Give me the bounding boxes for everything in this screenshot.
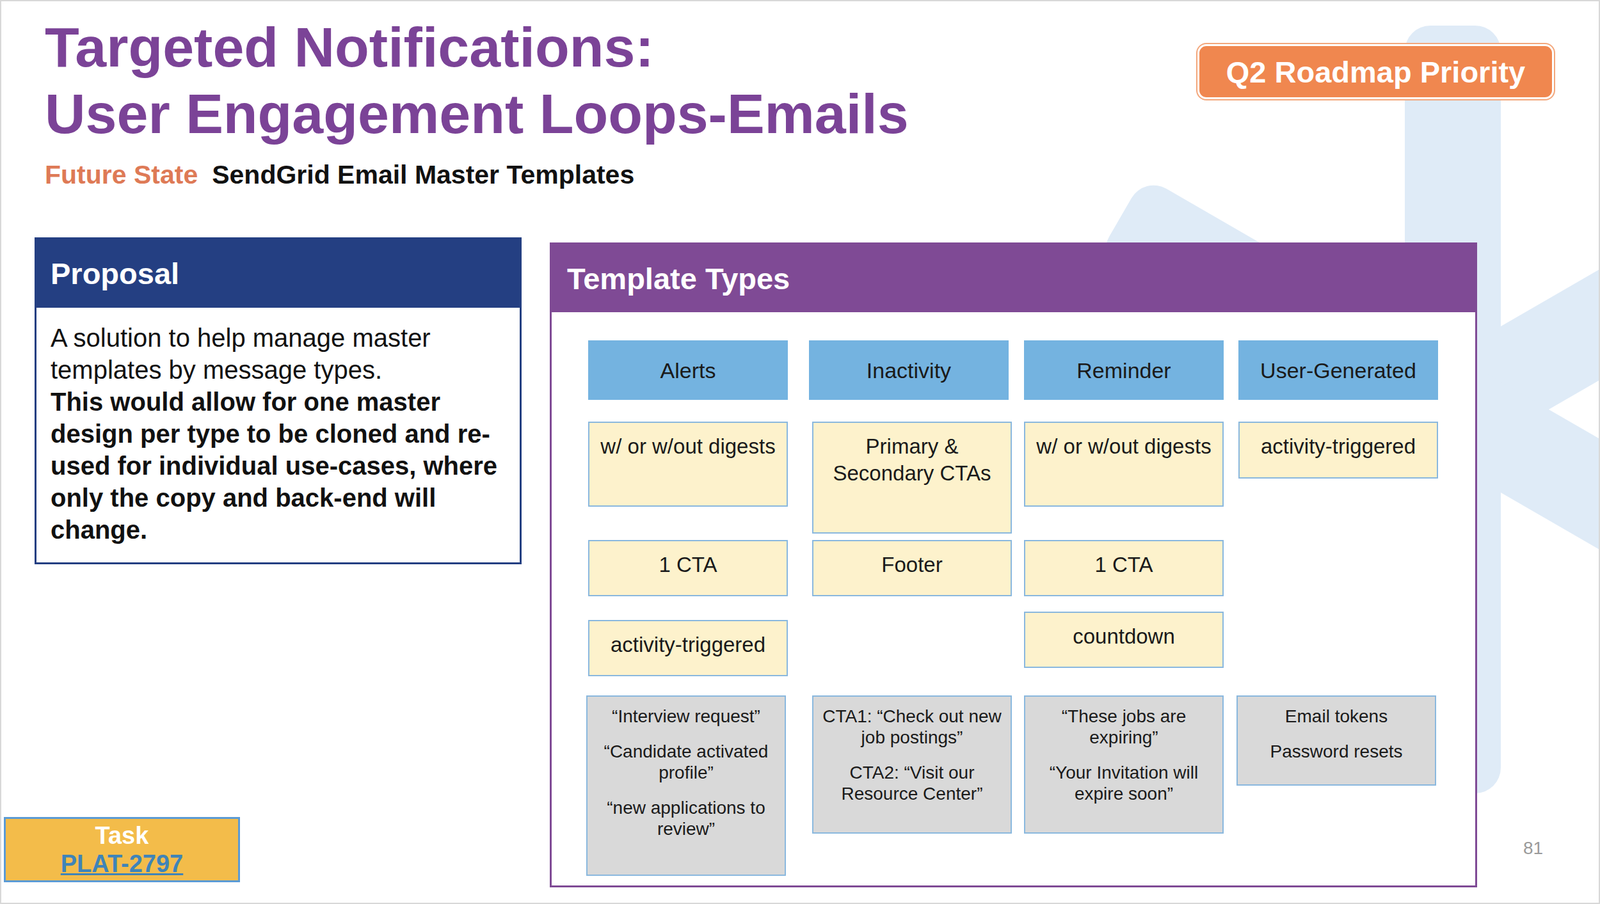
proposal-header: Proposal — [36, 239, 520, 308]
column-title: User-Generated — [1260, 357, 1417, 384]
feature-cell: 1 CTA — [1024, 540, 1224, 597]
task-link: PLAT-2797 — [60, 849, 184, 879]
proposal-box: Proposal A solution to help manage master… — [34, 237, 522, 565]
cell-text: 1 CTA — [658, 551, 717, 579]
example-text: “Interview request” — [611, 705, 761, 728]
cell-text: activity-triggered — [610, 631, 766, 659]
proposal-body: A solution to help manage master templat… — [36, 307, 520, 563]
panel-heading: Template Types — [567, 261, 790, 297]
column-header: Alerts — [588, 340, 788, 400]
feature-cell: 1 CTA — [588, 540, 788, 597]
column-title: Alerts — [660, 357, 717, 384]
subtitle-row: Future State SendGrid Email Master Templa… — [44, 160, 635, 191]
feature-cell: w/ or w/out digests — [1024, 421, 1224, 507]
feature-cell: activity-triggered — [1238, 421, 1439, 479]
example-box: Email tokensPassword resets — [1236, 695, 1437, 786]
cell-text: activity-triggered — [1260, 433, 1416, 461]
panel-header: Template Types — [551, 244, 1476, 313]
feature-cell: activity-triggered — [588, 620, 788, 677]
example-text: “Your Invitation will expire soon” — [1032, 762, 1215, 805]
slide-title: Targeted Notifications: User Engagement … — [44, 14, 909, 148]
example-text: Password resets — [1270, 741, 1403, 763]
example-text: “These jobs are expiring” — [1032, 705, 1215, 749]
feature-cell: Primary & Secondary CTAs — [812, 421, 1012, 534]
example-box: CTA1: “Check out new job postings” CTA2: … — [812, 695, 1012, 834]
cell-text: 1 CTA — [1094, 551, 1153, 579]
column-title: Reminder — [1076, 357, 1171, 384]
column-header: Inactivity — [808, 340, 1009, 400]
example-text: Email tokens — [1285, 705, 1388, 728]
badge-text: Q2 Roadmap Priority — [1226, 54, 1526, 90]
cell-text: Primary & Secondary CTAs — [821, 433, 1003, 488]
task-label: Task — [95, 821, 150, 850]
feature-cell: w/ or w/out digests — [588, 421, 788, 507]
task-box: TaskPLAT-2797 — [3, 817, 240, 883]
example-box: “Interview request” “Candidate activated … — [586, 695, 786, 877]
page-number: 81 — [1523, 838, 1544, 859]
column-title: Inactivity — [866, 357, 952, 384]
state-label: Future State — [44, 160, 198, 191]
column-header: User-Generated — [1238, 340, 1439, 400]
cell-text: Footer — [881, 551, 943, 579]
body-text: A solution to help manage master templat… — [50, 321, 506, 386]
panel-heading: Proposal — [50, 256, 180, 292]
cell-text: w/ or w/out digests — [1036, 433, 1211, 461]
template-panel: Template TypesAlerts Inactivity Reminder Us… — [549, 242, 1478, 888]
subtitle: SendGrid Email Master Templates — [211, 160, 635, 191]
feature-cell: Footer — [812, 540, 1012, 597]
example-text: CTA1: “Check out new job postings” — [821, 705, 1003, 749]
example-box: “These jobs are expiring” “Your Invitatio… — [1024, 695, 1224, 834]
cell-text: w/ or w/out digests — [600, 433, 776, 461]
body-text-bold: This would allow for one master design p… — [50, 385, 506, 546]
example-text: “Candidate activated profile” — [595, 741, 777, 784]
example-text: “new applications to review” — [595, 797, 777, 840]
priority-badge: Q2 Roadmap Priority — [1197, 44, 1554, 100]
example-text: CTA2: “Visit our Resource Center” — [821, 762, 1003, 805]
column-header: Reminder — [1024, 340, 1224, 400]
cell-text: countdown — [1072, 623, 1176, 651]
feature-cell: countdown — [1024, 611, 1224, 669]
